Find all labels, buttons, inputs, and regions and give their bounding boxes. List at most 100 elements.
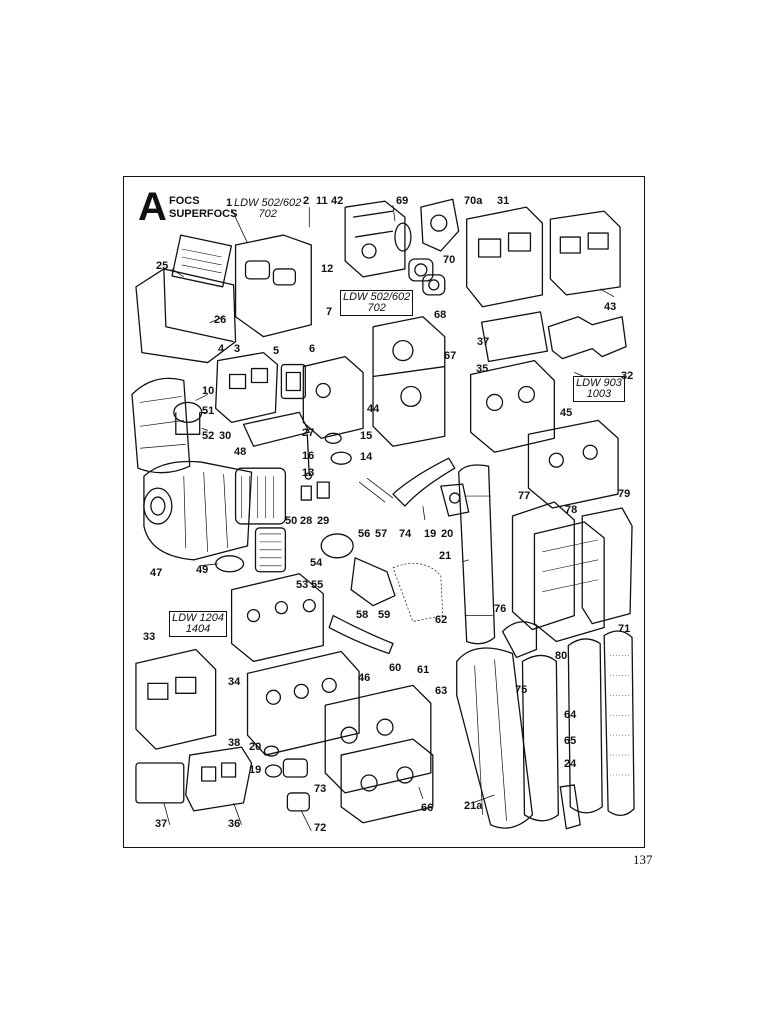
section-title: FOCS SUPERFOCS [169, 195, 237, 221]
callout-75: 75 [515, 684, 528, 696]
callout-69: 69 [396, 195, 409, 207]
callout-71: 71 [618, 623, 631, 635]
muffler-78 [533, 521, 605, 643]
callout-31: 31 [497, 195, 510, 207]
model-line: 1404 [185, 623, 211, 635]
callout-20-lower: 20 [249, 741, 262, 753]
callout-21: 21 [439, 550, 452, 562]
elbow-19 [440, 483, 470, 517]
callout-58: 58 [356, 609, 369, 621]
callout-30: 30 [219, 430, 232, 442]
elbow-70a [420, 198, 460, 252]
cylinder-head-43 [549, 210, 621, 296]
heat-shield-79 [581, 507, 633, 625]
callout-70a: 70a [464, 195, 483, 207]
hose-74 [392, 457, 456, 507]
callout-70: 70 [443, 254, 456, 266]
callout-72: 72 [314, 822, 327, 834]
callout-6: 6 [309, 343, 316, 355]
callout-19-lower: 19 [249, 764, 262, 776]
model-line: 702 [258, 208, 277, 220]
model-label-ldw-502-602-702-top: LDW 502/602 702 [234, 198, 301, 220]
callout-28: 28 [300, 515, 313, 527]
muffler-77 [511, 501, 575, 631]
callout-1: 1 [226, 197, 233, 209]
callout-60: 60 [389, 662, 402, 674]
exhaust-manifold-44 [372, 316, 446, 447]
callout-55: 55 [311, 579, 324, 591]
manifold-34 [246, 650, 360, 756]
callout-57: 57 [375, 528, 388, 540]
callout-79: 79 [618, 488, 631, 500]
callout-33: 33 [143, 631, 156, 643]
callout-35: 35 [476, 363, 489, 375]
cylinder-head-33 [135, 648, 217, 750]
callout-21a: 21a [464, 800, 483, 812]
callout-12: 12 [321, 263, 334, 275]
gasket-37-lower [135, 762, 185, 804]
gasket-32 [547, 316, 627, 360]
model-line: LDW 1204 [172, 612, 224, 624]
model-label-ldw-1204-1404: LDW 1204 1404 [169, 611, 227, 637]
callout-67: 67 [444, 350, 457, 362]
gasket-14 [330, 451, 352, 465]
callout-4: 4 [218, 343, 225, 355]
filter-cartridge-50 [234, 467, 287, 525]
callout-44: 44 [367, 403, 380, 415]
callout-56: 56 [358, 528, 371, 540]
callout-20: 20 [441, 528, 454, 540]
callout-27: 27 [302, 427, 315, 439]
callout-13: 13 [302, 467, 315, 479]
pipe-57 [350, 557, 396, 607]
model-line: 702 [367, 302, 386, 314]
callout-64: 64 [564, 709, 577, 721]
parts-drawing [131, 198, 635, 831]
gasket-36 [185, 746, 253, 812]
manifold-46 [324, 684, 432, 794]
callout-45: 45 [560, 407, 573, 419]
section-title-line2: SUPERFOCS [169, 208, 238, 220]
gasket-72 [286, 792, 310, 812]
fitting-29 [316, 481, 330, 499]
callout-80: 80 [555, 650, 568, 662]
callout-29: 29 [317, 515, 330, 527]
pipe-58 [328, 614, 394, 655]
manifold-35 [470, 359, 555, 453]
muffler-21a [456, 647, 534, 829]
gasket-70 [408, 258, 434, 282]
callout-62: 62 [435, 614, 448, 626]
callout-78: 78 [565, 504, 578, 516]
callout-16: 16 [302, 450, 315, 462]
callout-15: 15 [360, 430, 373, 442]
section-title-line1: FOCS [169, 195, 200, 207]
part-59 [392, 562, 444, 622]
callout-37: 37 [477, 336, 490, 348]
callout-52: 52 [202, 430, 215, 442]
callout-26: 26 [214, 314, 227, 326]
manifold-45 [527, 419, 619, 509]
cyclone-housing-10 [131, 377, 191, 474]
cylinder-head-42 [344, 200, 406, 278]
callout-10: 10 [202, 385, 215, 397]
callout-76: 76 [494, 603, 507, 615]
bolt-27 [306, 434, 310, 477]
o-ring-49 [215, 555, 245, 573]
model-line: LDW 903 [576, 377, 622, 389]
gasket-20 [263, 745, 280, 757]
callout-46: 46 [358, 672, 371, 684]
callout-61: 61 [417, 664, 430, 676]
page-number: 137 [633, 852, 653, 867]
callout-3: 3 [234, 343, 241, 355]
elbow-75 [501, 621, 538, 659]
washer-15 [324, 432, 342, 444]
callout-65: 65 [564, 735, 577, 747]
gasket-37 [480, 311, 549, 363]
callout-11: 11 [316, 195, 328, 207]
callout-36: 36 [228, 818, 241, 830]
muffler-21 [458, 464, 496, 645]
manifold-ldw1204 [230, 573, 324, 663]
callout-32: 32 [621, 370, 634, 382]
manifold-6 [302, 355, 364, 439]
gasket-69 [394, 222, 412, 252]
callout-47: 47 [150, 567, 163, 579]
